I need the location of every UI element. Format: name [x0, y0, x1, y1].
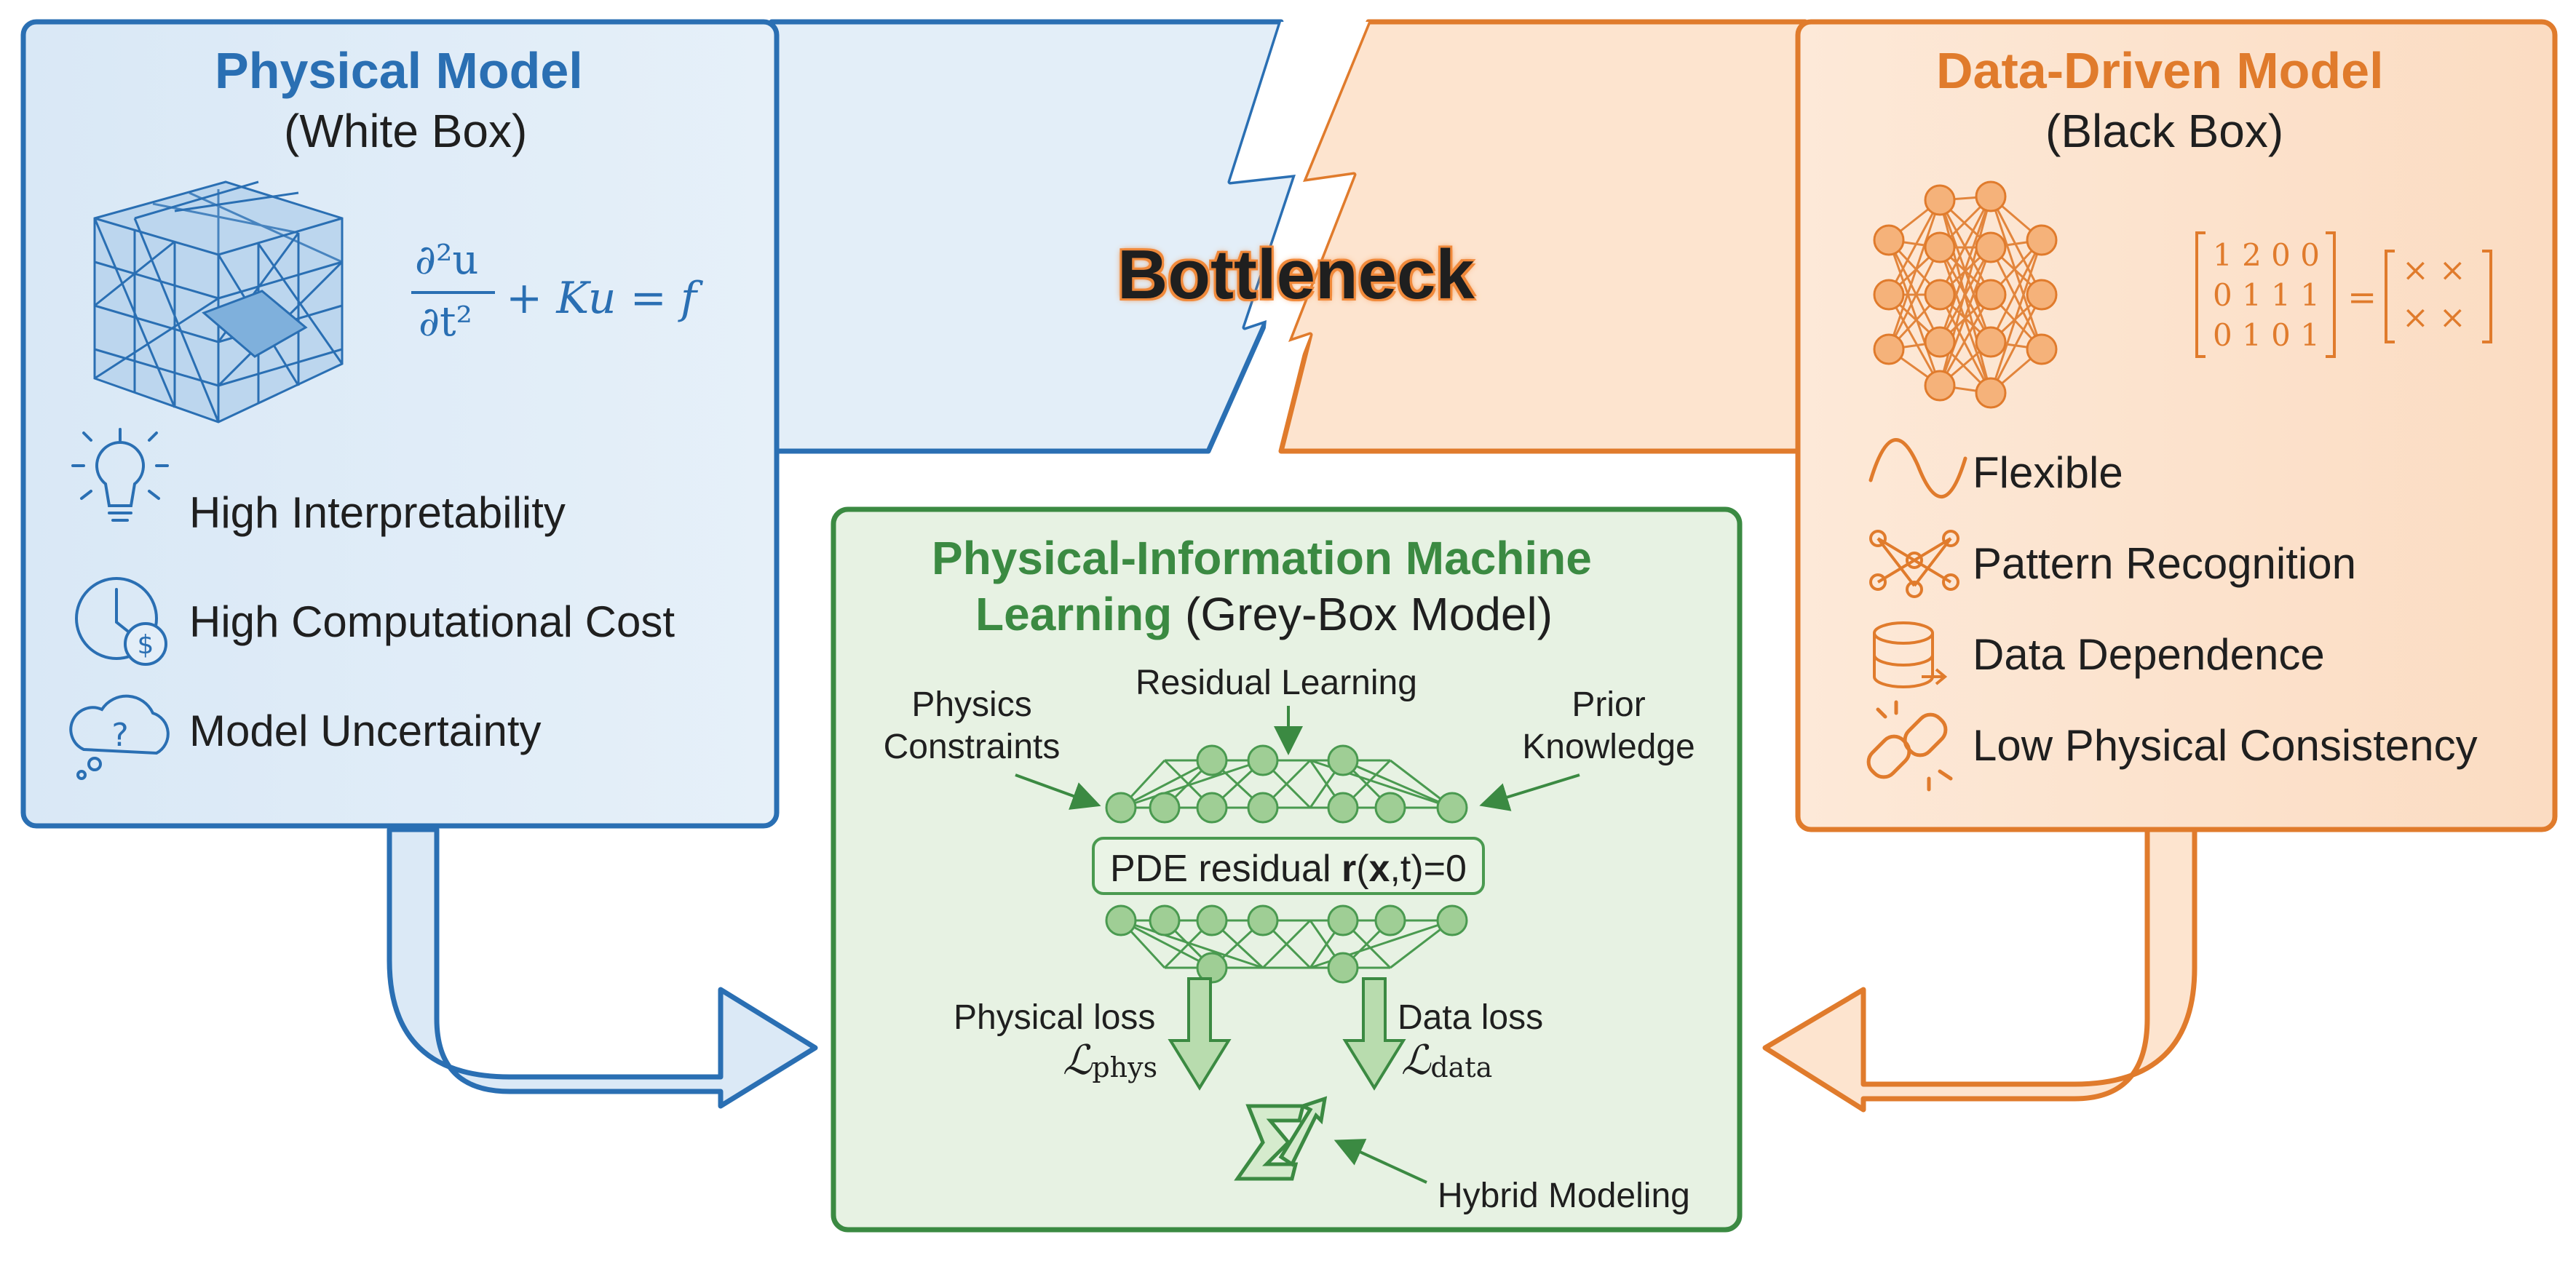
data-loss-label: Data loss	[1398, 998, 1544, 1037]
neural-network-icon	[1873, 180, 2058, 409]
green-arrows	[1015, 706, 1580, 1184]
equation-denominator: ∂t²	[419, 298, 472, 346]
matrix-equals: =	[2347, 277, 2377, 318]
pde-x: x	[1368, 848, 1390, 890]
grey-box-network	[1105, 744, 1468, 984]
matrix-row-3: 0 1 0 1	[2213, 317, 2320, 353]
sigma-icon	[1234, 1096, 1328, 1181]
wave-icon	[1868, 438, 1967, 499]
lightning-bolt	[1230, 22, 1368, 495]
matrix-result-row-2: × ×	[2402, 299, 2466, 336]
feature-model-uncertainty: Model Uncertainty	[189, 707, 542, 755]
network-icon	[1869, 530, 1959, 598]
blue-curved-arrow	[387, 827, 818, 1109]
physical-model-subtitle: (White Box)	[284, 105, 528, 157]
grey-box-title-learning: Learning	[975, 588, 1173, 640]
physical-loss-sym: ℒ	[1063, 1037, 1093, 1084]
physical-loss-label: Physical loss	[954, 998, 1156, 1037]
database-icon	[1873, 621, 1948, 688]
data-driven-title: Data-Driven Model	[1936, 42, 2384, 99]
feature-data-dependence: Data Dependence	[1973, 630, 2325, 679]
grey-box-title-greybox: (Grey-Box Model)	[1185, 588, 1553, 640]
matrix-result-row-1: × ×	[2402, 252, 2466, 289]
prior-knowledge-label: Prior Knowledge	[1522, 685, 1695, 766]
svg-text:?: ?	[111, 717, 128, 754]
orange-curved-arrow	[1762, 827, 2197, 1113]
matrix-brackets	[2195, 231, 2492, 358]
grey-box-title-line1: Physical-Information Machine	[932, 532, 1592, 584]
equation-numerator: ∂²u	[415, 236, 479, 284]
data-driven-subtitle: (Black Box)	[2045, 105, 2284, 157]
physical-model-title: Physical Model	[215, 42, 583, 99]
bottleneck-label: Bottleneck	[1117, 236, 1475, 314]
grey-box-title-line2: Learning (Grey-Box Model)	[975, 591, 1553, 637]
feature-high-interpretability: High Interpretability	[189, 488, 566, 537]
pde-open: (	[1356, 848, 1369, 890]
pde-rest: ,t)=0	[1390, 848, 1467, 890]
loss-arrows	[1168, 977, 1406, 1091]
data-loss-symbol: ℒdata	[1401, 1041, 1493, 1084]
matrix-row-1: 1 2 0 0	[2213, 237, 2320, 273]
hybrid-modeling-label: Hybrid Modeling	[1438, 1177, 1690, 1215]
physics-constraints-label: Physics Constraints	[883, 685, 1061, 766]
feature-high-computational-cost: High Computational Cost	[189, 597, 675, 646]
pde-residual-box: PDE residual r(x,t)=0	[1092, 837, 1485, 895]
feature-low-physical-consistency: Low Physical Consistency	[1973, 721, 2478, 770]
feature-pattern-recognition: Pattern Recognition	[1973, 539, 2356, 588]
lightbulb-icon	[71, 428, 169, 522]
pde-prefix: PDE residual	[1110, 848, 1341, 890]
mesh-cube-icon	[93, 180, 344, 423]
physical-loss-symbol: ℒphys	[1063, 1041, 1158, 1084]
feature-flexible: Flexible	[1973, 448, 2123, 497]
matrix-row-2: 0 1 1 1	[2213, 277, 2320, 313]
question-cloud-icon: ?	[69, 694, 170, 780]
broken-link-icon	[1866, 700, 1953, 792]
svg-text:$: $	[138, 630, 154, 660]
data-loss-sub: data	[1430, 1051, 1493, 1084]
equation-rest: + Ku = f	[506, 273, 697, 324]
equation-fraction-bar	[411, 291, 495, 294]
residual-learning-label: Residual Learning	[1136, 664, 1417, 702]
clock-dollar-icon: $	[75, 577, 167, 666]
physical-loss-sub: phys	[1092, 1051, 1158, 1084]
pde-r: r	[1341, 848, 1357, 890]
data-loss-sym: ℒ	[1401, 1037, 1431, 1084]
